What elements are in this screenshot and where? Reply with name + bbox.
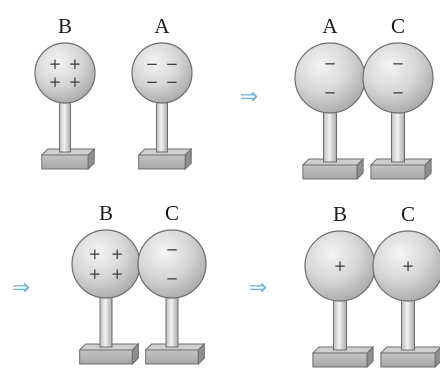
sphere-label: C — [401, 202, 415, 226]
sphere — [137, 229, 207, 299]
panel-1: B++++A−−−− — [34, 14, 193, 171]
base-side — [87, 147, 95, 171]
stand-rod — [333, 294, 347, 351]
stand-rod — [323, 106, 337, 163]
sphere — [372, 230, 440, 302]
stand-rod — [59, 96, 71, 153]
panel-4: B+C+ — [304, 202, 440, 369]
stand-rod — [99, 291, 113, 348]
stand-rod — [401, 294, 415, 351]
panel-3: B + + + + C − − — [71, 201, 207, 366]
negative-charge: − — [166, 269, 179, 287]
electroscope-c: C+ — [372, 202, 440, 369]
base-side — [184, 147, 192, 171]
base-front — [370, 164, 426, 180]
base-side — [197, 342, 205, 366]
sphere-label: A — [154, 14, 170, 38]
negative-charge: − — [324, 84, 337, 102]
base-front — [312, 352, 368, 368]
positive-charge: + — [49, 55, 62, 73]
base-front — [145, 349, 199, 365]
implies-arrow-icon: ⇒ — [249, 276, 267, 301]
sphere-label: C — [391, 14, 405, 38]
sphere — [131, 42, 193, 104]
base-side — [434, 347, 440, 369]
electroscope-c: C − − — [137, 201, 207, 366]
stand-rod — [156, 96, 168, 153]
negative-charge: − — [166, 55, 179, 73]
electroscope-b: B+ — [304, 202, 376, 369]
sphere-label: A — [322, 14, 338, 38]
negative-charge: − — [166, 241, 179, 259]
electroscope-a: A −−−− — [131, 14, 193, 171]
sphere — [71, 229, 141, 299]
base-front — [380, 352, 436, 368]
negative-charge: − — [392, 54, 405, 72]
electroscope-b: B++++ — [34, 14, 96, 171]
panel-2: A − − C − − — [294, 14, 434, 181]
positive-charge: + — [69, 55, 82, 73]
positive-charge: + — [88, 245, 101, 263]
base-front — [138, 154, 186, 170]
positive-charge: + — [334, 257, 347, 275]
stand-rod — [165, 291, 179, 348]
positive-charge: + — [111, 265, 124, 283]
electroscope-a: A − − — [294, 14, 366, 181]
sphere — [34, 42, 96, 104]
positive-charge: + — [402, 257, 415, 275]
base-side — [356, 157, 364, 181]
positive-charge: + — [111, 245, 124, 263]
implies-arrow-icon: ⇒ — [12, 276, 30, 301]
positive-charge: + — [88, 265, 101, 283]
negative-charge: − — [324, 54, 337, 72]
positive-charge: + — [69, 73, 82, 91]
negative-charge: − — [146, 55, 159, 73]
base-front — [41, 154, 89, 170]
implies-arrow-icon: ⇒ — [240, 85, 258, 110]
base-front — [79, 349, 133, 365]
positive-charge: + — [49, 73, 62, 91]
base-side — [424, 157, 432, 181]
base-side — [131, 342, 139, 366]
electroscope-b: B + + + + — [71, 201, 141, 366]
sphere-label: C — [165, 201, 179, 225]
stand-rod — [391, 106, 405, 163]
negative-charge: − — [146, 73, 159, 91]
sphere-label: B — [99, 201, 113, 225]
negative-charge: − — [392, 84, 405, 102]
electroscope-c: C − − — [362, 14, 434, 181]
sphere-label: B — [333, 202, 347, 226]
base-side — [366, 345, 374, 369]
base-front — [302, 164, 358, 180]
negative-charge: − — [166, 73, 179, 91]
sphere-label: B — [58, 14, 72, 38]
sphere — [362, 42, 434, 114]
